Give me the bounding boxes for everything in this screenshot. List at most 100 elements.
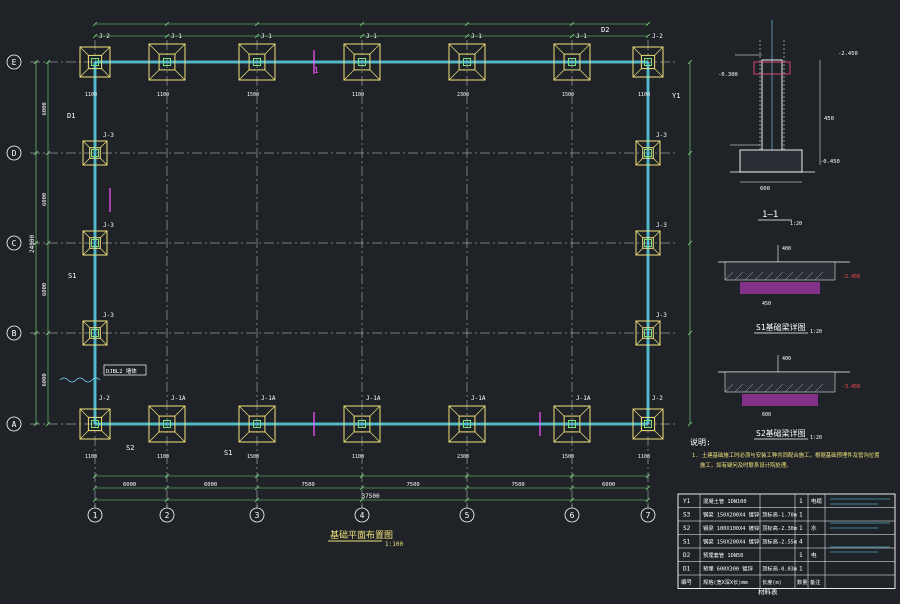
dim-bay-x-5: 7500 <box>512 482 525 488</box>
axis-label-x-1: 1 <box>93 511 98 520</box>
footing-top-3-edge-bl <box>238 69 250 81</box>
dim-tick-top-0-0 <box>92 21 98 27</box>
footing-label-bottom-6: J-1A <box>576 395 591 402</box>
dim-tick-bottom-1-5 <box>569 485 575 491</box>
footing-label-top-4: J-1 <box>366 33 377 40</box>
dim-tick-bottom-2-3 <box>359 497 365 503</box>
table-row-5-id: D1 <box>683 566 691 573</box>
pad-dim-bottom-1: 1100 <box>85 454 97 460</box>
s2-elev: -3.450 <box>842 384 860 390</box>
table-row-0-note: 电缆 <box>811 497 823 505</box>
s1-scale: 1:20 <box>810 329 822 335</box>
footing-top-5-column <box>463 58 471 66</box>
dim-tick-top-1-2 <box>254 33 260 39</box>
dim-tick-top-1-0 <box>92 33 98 39</box>
footing-top-6-outline <box>553 43 591 81</box>
table-row-2-len: 顶标高-2.30m <box>762 524 797 532</box>
footing-bottom-6-pedestal <box>563 415 581 433</box>
footing-right-C-edge-br <box>653 248 661 256</box>
dim-tick-left-1-1 <box>45 330 51 336</box>
footing-bottom-1-edge-tl <box>79 408 89 418</box>
footing-bottom-2-pedestal <box>158 415 176 433</box>
footing-bottom-4-edge-tr <box>369 405 381 417</box>
dim-tick-bottom-2-6 <box>645 497 651 503</box>
footing-top-6-edge-tl <box>553 43 565 55</box>
label-d1: D1 <box>67 112 75 120</box>
dim-tick-bottom-2-5 <box>569 497 575 503</box>
dim-tick-left-0-2 <box>33 240 39 246</box>
footing-right-C-outline <box>635 230 661 256</box>
footing-label-top-2: J-1 <box>171 33 182 40</box>
footing-right-B-edge-tr <box>653 320 661 328</box>
footing-label-bottom-7: J-2 <box>652 395 663 402</box>
footing-bottom-7-edge-tr <box>654 408 664 418</box>
axis-bubble-y-E <box>6 54 22 70</box>
footing-bottom-3 <box>238 405 276 443</box>
footing-bottom-5 <box>448 405 486 443</box>
table-header-note: 备注 <box>810 578 820 586</box>
footing-bottom-1-edge-bl <box>79 430 89 440</box>
footing-bottom-6-edge-tr <box>579 405 591 417</box>
dim-tick-left-0-1 <box>33 330 39 336</box>
footing-top-1 <box>79 46 111 78</box>
footing-bottom-7-edge-br <box>654 430 664 440</box>
dim-tick-bottom-1-6 <box>645 485 651 491</box>
footing-top-2-outline <box>148 43 186 81</box>
footing-top-7-edge-br <box>654 68 664 78</box>
footing-bottom-5-edge-bl <box>448 431 460 443</box>
footing-bottom-1-column <box>91 420 99 428</box>
pad-dim-bottom-5: 2300 <box>457 454 469 460</box>
footing-bottom-2-column <box>163 420 171 428</box>
footing-bottom-2-edge-bl <box>148 431 160 443</box>
s1-dim-top: 400 <box>782 246 791 252</box>
footing-left-D-column <box>91 149 99 157</box>
table-row-2-qty: 1 <box>799 525 803 532</box>
footing-label-right-B: J-3 <box>656 312 667 319</box>
dim-tick-left-1-0 <box>45 421 51 427</box>
footing-bottom-7-column <box>644 420 652 428</box>
footing-left-B-outline <box>82 320 108 346</box>
footing-bottom-4-pedestal <box>353 415 371 433</box>
plan-scale: 1:100 <box>385 541 403 548</box>
footing-left-B-pedestal <box>89 327 101 339</box>
table-row-3-qty: 4 <box>799 539 803 546</box>
table-row-0-id: Y1 <box>683 498 691 505</box>
table-title: 材料表 <box>758 587 778 596</box>
footing-right-B <box>635 320 661 346</box>
footing-top-7-pedestal <box>640 54 656 70</box>
footing-bottom-4-edge-br <box>369 431 381 443</box>
dim-tick-left-1-2 <box>45 240 51 246</box>
dim-tick-left-1-4 <box>45 59 51 65</box>
footing-right-D-pedestal <box>642 147 654 159</box>
footing-right-B-edge-tl <box>635 320 643 328</box>
dim-tick-bottom-2-4 <box>464 497 470 503</box>
footing-left-B-edge-tr <box>100 320 108 328</box>
footing-left-B-edge-bl <box>82 338 90 346</box>
footing-top-6 <box>553 43 591 81</box>
footing-top-6-edge-br <box>579 69 591 81</box>
dim-tick-top-0-2 <box>254 21 260 27</box>
footing-top-7-edge-tl <box>632 46 642 56</box>
s1-label: S1基础梁详图 <box>756 322 806 332</box>
footing-right-D-outline <box>635 140 661 166</box>
footing-top-1-edge-bl <box>79 68 89 78</box>
table-row-2-note: 水 <box>811 524 817 532</box>
dim-tick-bottom-0-5 <box>569 473 575 479</box>
footing-right-B-pedestal <box>642 327 654 339</box>
footing-left-B <box>82 320 108 346</box>
footing-label-top-7: J-2 <box>652 33 663 40</box>
footing-top-3-edge-tr <box>264 43 276 55</box>
table-row-2-spec: 钢梁 100X100X4 镀锌 <box>703 524 760 532</box>
s1-dim-bottom: 450 <box>762 301 771 307</box>
footing-left-D-pedestal <box>89 147 101 159</box>
table-header-spec: 规格(宽X深X长)mm <box>703 578 748 586</box>
footing-right-D-edge-bl <box>635 158 643 166</box>
footing-top-7-outline <box>632 46 664 78</box>
footing-right-C <box>635 230 661 256</box>
footing-bottom-6-edge-tl <box>553 405 565 417</box>
label-wall-note: DJBL2 墙体 <box>106 367 137 375</box>
plan-title: 基础平面布置图 <box>330 529 393 541</box>
footing-bottom-3-edge-tr <box>264 405 276 417</box>
table-row-0-spec: 混凝土管 1DN100 <box>703 497 747 505</box>
